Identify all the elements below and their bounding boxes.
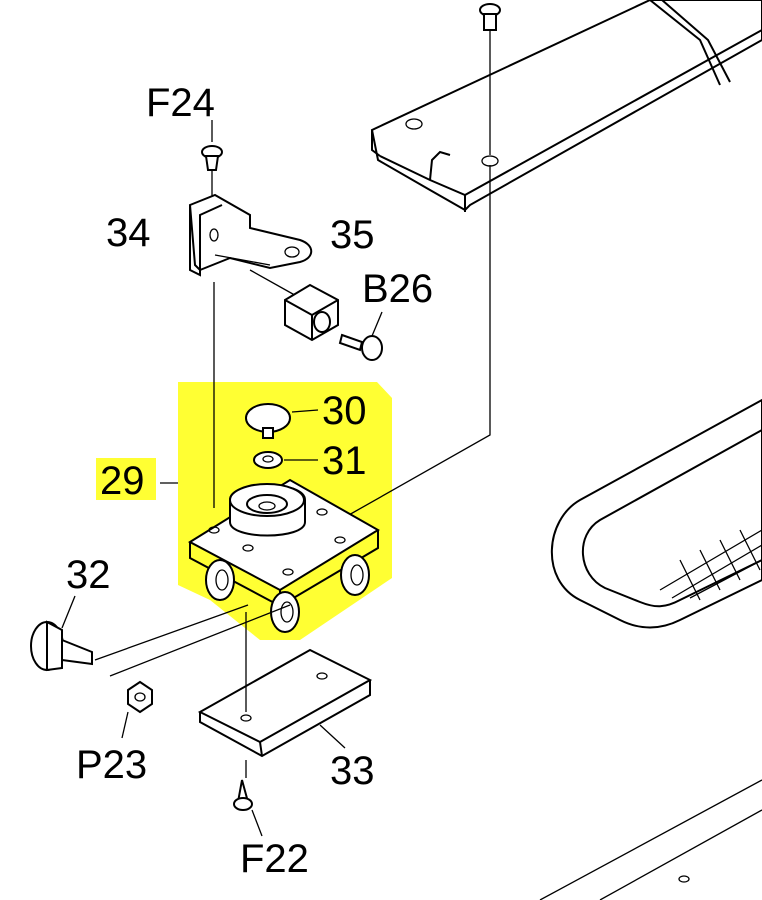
washer-31-icon: [253, 451, 318, 469]
plate-33-icon: [197, 612, 373, 758]
label-b26: B26: [362, 267, 433, 311]
label-29: 29: [100, 459, 145, 503]
label-f22: F22: [240, 837, 309, 881]
label-32: 32: [66, 553, 111, 597]
screw-f24-icon: [201, 120, 223, 205]
block-35-icon: [284, 283, 339, 342]
label-33: 33: [330, 749, 375, 793]
conveyor-belt: [550, 398, 762, 629]
bracket-34-icon: [188, 193, 313, 508]
label-f24: F24: [146, 81, 215, 125]
screw-f22-icon: [233, 760, 263, 837]
leader-rail-29: [339, 165, 491, 521]
top-rail: [370, 0, 762, 212]
nut-p23-icon: [121, 680, 153, 739]
screw-b26-icon: [338, 311, 383, 361]
label-p23: P23: [76, 743, 147, 787]
top-screw-icon: [479, 3, 501, 155]
cap-30-icon: [245, 403, 319, 439]
label-34: 34: [106, 211, 151, 255]
base-frame: [539, 779, 762, 900]
label-30: 30: [322, 389, 367, 433]
label-31: 31: [322, 439, 367, 483]
label-35: 35: [330, 213, 375, 257]
roller-assembly-29-icon: [160, 478, 380, 633]
label-29-highlight: [96, 458, 156, 500]
knob-32-icon: [30, 595, 291, 677]
